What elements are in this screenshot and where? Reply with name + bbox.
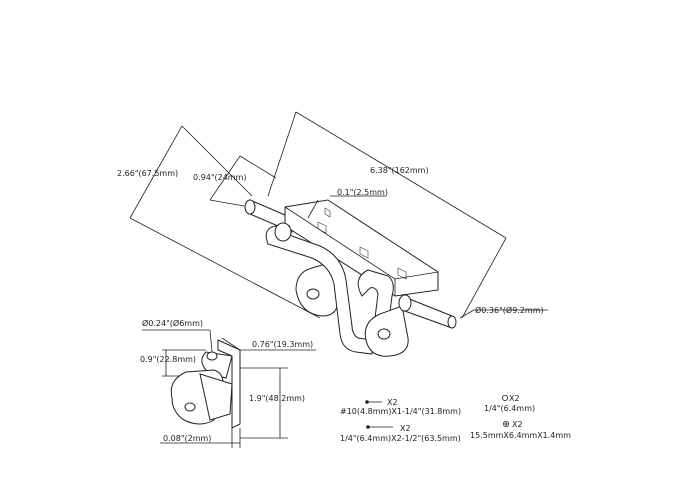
dim-keeper-width: 0.76"(19.3mm) (252, 340, 313, 349)
dim-pin-offset: 0.94"(24mm) (193, 173, 247, 182)
large-screw-icon (366, 425, 393, 429)
dim-plate-thickness: 0.1"(2.5mm) (337, 188, 388, 197)
hardware-kit (365, 394, 509, 429)
dim-overall-height: 2.66"(67.5mm) (117, 169, 178, 178)
dimension-lines-main (129, 111, 548, 319)
keeper-bracket (170, 339, 241, 429)
nut-size: 1/4"(6.4mm) (484, 404, 535, 413)
dim-keeper-depth: 0.9"(22.8mm) (140, 355, 196, 364)
dim-keeper-height: 1.9"(48.2mm) (249, 394, 305, 403)
dim-pin-diameter: Ø0.36"(Ø9.2mm) (475, 305, 544, 315)
screw-large-size: 1/4"(6.4mm)X2-1/2"(63.5mm) (340, 434, 461, 443)
washer-icon (502, 420, 509, 427)
dim-overall-length: 6.38"(162mm) (370, 166, 429, 175)
nut-qty: X2 (509, 394, 520, 403)
screw-large-qty: X2 (400, 424, 411, 433)
dim-keeper-thickness: 0.08"(2mm) (163, 434, 211, 443)
dim-keeper-hole: Ø0.24"(Ø6mm) (142, 318, 203, 328)
dimension-lines-keeper (142, 329, 316, 448)
screw-small-qty: X2 (387, 398, 398, 407)
screw-small-size: #10(4.8mm)X1-1/4"(31.8mm) (340, 407, 461, 416)
nut-icon (501, 394, 508, 401)
washer-size: 15.5mmX6.4mmX1.4mm (470, 431, 571, 440)
barrel-bolt-assembly (244, 199, 457, 357)
washer-qty: X2 (512, 420, 523, 429)
small-screw-icon (365, 400, 382, 404)
